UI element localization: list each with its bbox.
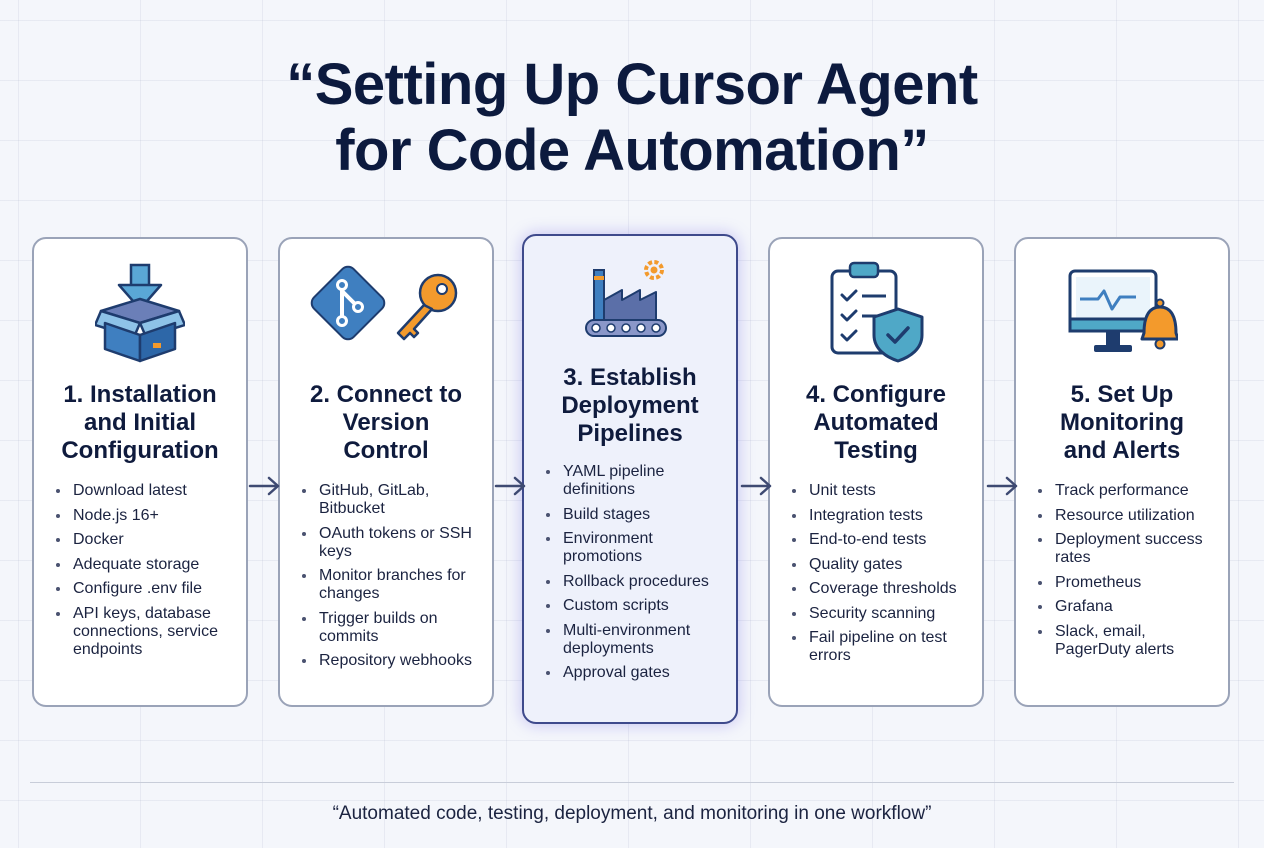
list-item: API keys, database connections, service …: [56, 605, 240, 659]
factory-pipeline-icon: [524, 254, 736, 346]
list-item: Multi-environment deployments: [546, 622, 730, 658]
list-item: Docker: [56, 531, 240, 549]
step-items: Download latest Node.js 16+ Docker Adequ…: [56, 482, 240, 665]
list-item: Coverage thresholds: [792, 580, 976, 598]
footer-divider: [30, 782, 1234, 783]
monitor-bell-icon: [1016, 267, 1228, 359]
list-item: Quality gates: [792, 556, 976, 574]
list-item: Track performance: [1038, 482, 1222, 500]
list-item: YAML pipeline definitions: [546, 463, 730, 499]
step-card-automated-testing: 4. Configure Automated Testing Unit test…: [768, 237, 984, 707]
list-item: Environment promotions: [546, 530, 730, 566]
arrow-right-icon: [494, 476, 526, 496]
step-heading: 3. Establish Deployment Pipelines: [561, 364, 699, 447]
list-item: Adequate storage: [56, 556, 240, 574]
list-item: Grafana: [1038, 598, 1222, 616]
list-item: Download latest: [56, 482, 240, 500]
list-item: Node.js 16+: [56, 507, 240, 525]
list-item: Custom scripts: [546, 597, 730, 615]
step-items: YAML pipeline definitions Build stages E…: [546, 463, 730, 689]
list-item: Monitor branches for changes: [302, 567, 486, 603]
list-item: Repository webhooks: [302, 652, 486, 670]
list-item: OAuth tokens or SSH keys: [302, 525, 486, 561]
list-item: End-to-end tests: [792, 531, 976, 549]
step-items: GitHub, GitLab, Bitbucket OAuth tokens o…: [302, 482, 486, 677]
step-heading: 4. Configure Automated Testing: [805, 381, 946, 464]
clipboard-shield-icon: [770, 259, 982, 363]
list-item: Prometheus: [1038, 574, 1222, 592]
step-card-deployment-pipelines: 3. Establish Deployment Pipelines YAML p…: [522, 234, 738, 724]
step-items: Unit tests Integration tests End-to-end …: [792, 482, 976, 672]
list-item: Integration tests: [792, 507, 976, 525]
list-item: GitHub, GitLab, Bitbucket: [302, 482, 486, 518]
page-title: “Setting Up Cursor Agent for Code Automa…: [0, 52, 1264, 184]
list-item: Rollback procedures: [546, 573, 730, 591]
git-and-key-icon: [280, 263, 492, 353]
step-card-version-control: 2. Connect to Version Control GitHub, Gi…: [278, 237, 494, 707]
step-heading: 5. Set Up Monitoring and Alerts: [1060, 381, 1184, 464]
step-heading: 2. Connect to Version Control: [309, 381, 462, 464]
list-item: Build stages: [546, 506, 730, 524]
arrow-right-icon: [740, 476, 772, 496]
list-item: Security scanning: [792, 605, 976, 623]
list-item: Approval gates: [546, 664, 730, 682]
list-item: Unit tests: [792, 482, 976, 500]
step-heading: 1. Installation and Initial Configuratio…: [61, 381, 219, 464]
list-item: Slack, email, PagerDuty alerts: [1038, 623, 1222, 659]
step-items: Track performance Resource utilization D…: [1038, 482, 1222, 665]
list-item: Trigger builds on commits: [302, 610, 486, 646]
package-download-icon: [34, 263, 246, 363]
list-item: Resource utilization: [1038, 507, 1222, 525]
arrow-right-icon: [986, 476, 1018, 496]
footer-caption: “Automated code, testing, deployment, an…: [332, 803, 932, 824]
list-item: Fail pipeline on test errors: [792, 629, 976, 665]
list-item: Configure .env file: [56, 580, 240, 598]
title-line-1: “Setting Up Cursor Agent: [286, 52, 978, 117]
arrow-right-icon: [248, 476, 280, 496]
step-card-installation: 1. Installation and Initial Configuratio…: [32, 237, 248, 707]
list-item: Deployment success rates: [1038, 531, 1222, 567]
title-line-2: for Code Automation”: [335, 118, 929, 183]
step-card-monitoring-alerts: 5. Set Up Monitoring and Alerts Track pe…: [1014, 237, 1230, 707]
